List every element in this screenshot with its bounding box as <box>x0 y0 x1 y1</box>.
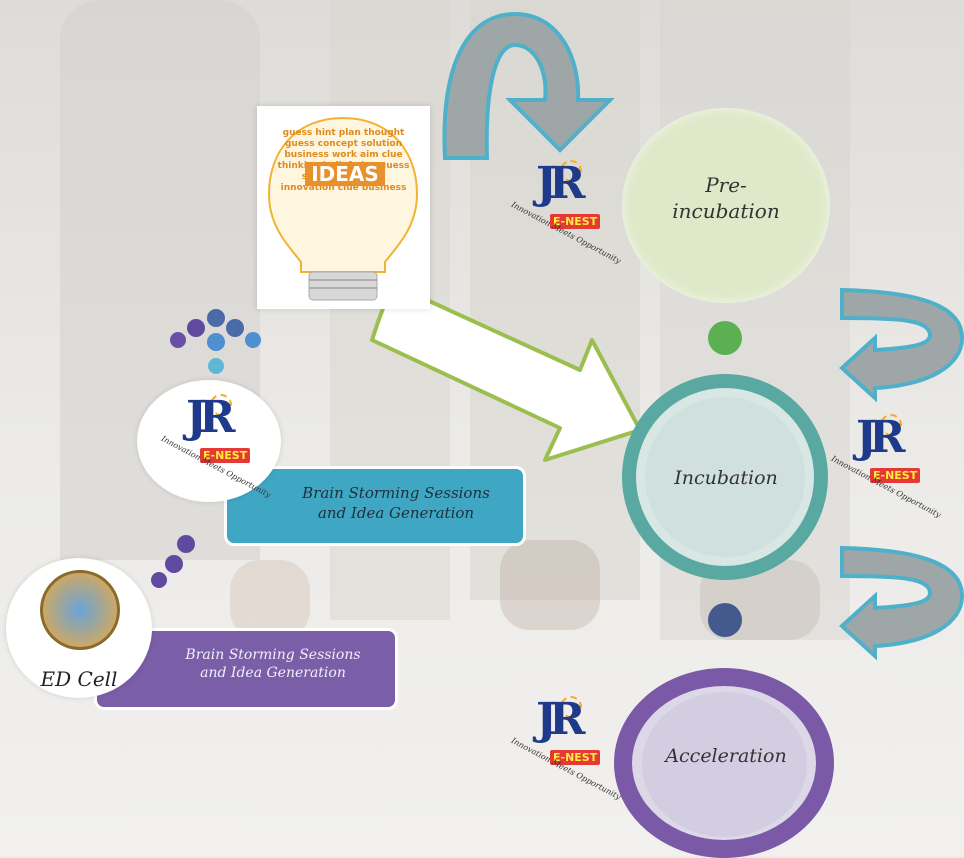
curved-arrow-right-1 <box>839 287 964 403</box>
sun-icon <box>560 160 582 182</box>
logo-tagline: Innovation Meets Opportunity <box>509 736 623 802</box>
brainstorm-box-blue-label: Brain Storming Sessions and Idea Generat… <box>302 484 490 522</box>
enest-logo-middle: JR E-NEST Innovation Meets Opportunity <box>160 392 273 500</box>
curved-arrow-right-2 <box>839 545 964 661</box>
logo-badge: E-NEST <box>550 750 601 765</box>
logo-mark: JR <box>536 694 585 745</box>
logo-mark: JR <box>856 412 905 463</box>
ideas-bulb-card: guess hint plan thought guess concept so… <box>257 106 430 309</box>
sun-icon <box>560 696 582 718</box>
lightbulb-icon <box>267 116 419 301</box>
logo-tagline: Innovation Meets Opportunity <box>509 200 623 266</box>
enest-logo-top: JR E-NEST Innovation Meets Opportunity <box>510 158 623 266</box>
logo-tagline: Innovation Meets Opportunity <box>159 434 273 500</box>
curved-arrow-top <box>442 11 615 160</box>
dot-cluster-middle <box>151 535 195 588</box>
ed-cell-seal <box>40 570 120 650</box>
connector-dot-green <box>708 321 742 355</box>
connector-dot-navy <box>708 603 742 637</box>
logo-mark: JR <box>536 158 585 209</box>
sun-icon <box>880 414 902 436</box>
logo-badge: E-NEST <box>550 214 601 229</box>
sun-icon <box>210 394 232 416</box>
logo-badge: E-NEST <box>870 468 921 483</box>
stage-pre-incubation <box>622 108 830 303</box>
stage-incubation-label: Incubation <box>674 467 778 489</box>
logo-circle-middle <box>137 380 281 502</box>
stage-acceleration-inner <box>642 692 807 837</box>
brainstorm-box-purple-label: Brain Storming Sessions and Idea Generat… <box>185 647 361 682</box>
ideas-headline: IDEAS <box>305 162 385 186</box>
stage-acceleration-label: Acceleration <box>665 745 787 767</box>
enest-logo-bottom: JR E-NEST Innovation Meets Opportunity <box>510 694 623 802</box>
logo-badge: E-NEST <box>200 448 251 463</box>
dot-cluster-top <box>170 309 261 374</box>
big-arrow-ideas-to-incubation <box>370 282 642 462</box>
logo-tagline: Innovation Meets Opportunity <box>829 454 943 520</box>
logo-mark: JR <box>186 392 235 443</box>
stage-incubation-inner <box>645 397 805 557</box>
ed-cell-label: ED Cell <box>40 667 118 691</box>
brainstorm-box-blue <box>224 466 526 546</box>
enest-logo-right: JR E-NEST Innovation Meets Opportunity <box>830 412 943 520</box>
stage-pre-incubation-label: Pre- incubation <box>672 173 780 223</box>
